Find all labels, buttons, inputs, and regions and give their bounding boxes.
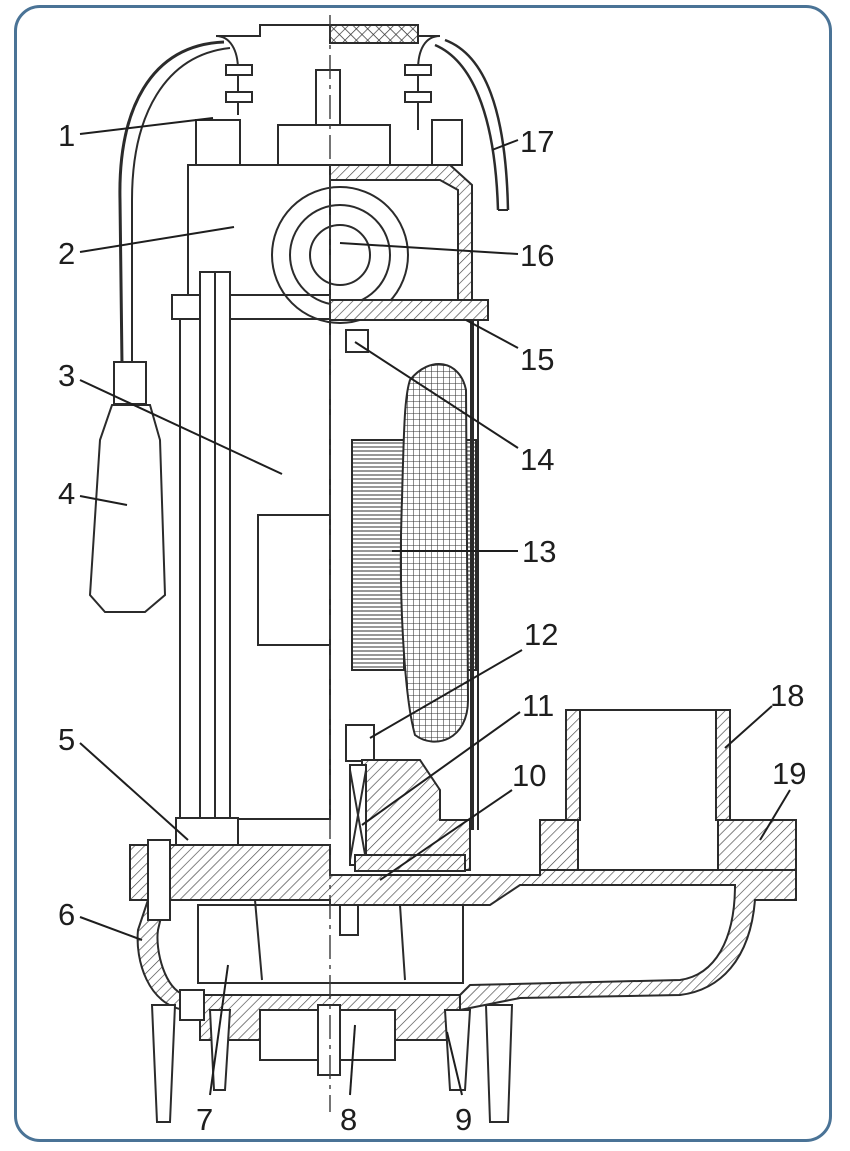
label-18: 18 [770,678,804,713]
power-cable [434,43,500,211]
top-bolt-1 [195,119,241,166]
float-switch [88,404,167,613]
label-9: 9 [455,1102,472,1137]
leader-3 [79,379,283,475]
leader-10 [379,789,513,881]
leader-6 [79,916,143,941]
float-cable-sleeve [113,361,147,405]
leader-19 [759,789,791,841]
leader-2 [79,226,235,253]
label-16: 16 [520,238,554,273]
casing-bolt-6 [147,839,171,921]
foot-right [484,1004,514,1123]
leader-1 [79,117,214,135]
label-10: 10 [512,758,546,793]
label-2: 2 [58,236,75,271]
label-11: 11 [522,688,554,723]
leader-9 [446,1031,463,1096]
stator-left [351,439,405,671]
leader-17 [491,139,519,151]
label-1: 1 [58,118,75,153]
leader-15 [465,319,519,349]
cable-gland [277,124,391,166]
winding-13 [399,363,470,743]
leader-18 [724,705,773,749]
lower-bearing-12 [345,724,375,762]
label-3: 3 [58,358,75,393]
leader-11 [361,711,521,826]
label-8: 8 [340,1102,357,1137]
leader-12 [369,649,523,739]
foot-left [150,1004,177,1123]
leader-14 [354,341,519,449]
leader-4 [79,495,128,506]
float-cable [118,40,225,366]
terminal-coil-16 [271,186,409,324]
label-6: 6 [58,897,75,932]
motor-cover [329,164,473,301]
upper-bearing-seat-15 [329,299,489,321]
nameplate [257,514,331,646]
leader-16 [339,242,519,255]
leader-7 [209,964,229,1096]
part-labels: 1 2 3 4 5 6 7 8 9 10 11 12 13 14 15 16 1… [58,118,806,1137]
label-17: 17 [520,124,554,159]
hose-connector-18 [577,709,719,871]
label-4: 4 [58,476,75,511]
impeller-bolt [317,1004,341,1076]
label-13: 13 [522,534,556,569]
label-7: 7 [196,1102,213,1137]
leader-lines [79,117,791,1096]
label-5: 5 [58,722,75,757]
leader-5 [79,742,189,841]
pump-drawing [88,15,797,1123]
label-12: 12 [524,617,558,652]
seal-plate-10 [354,854,466,872]
label-15: 15 [520,342,554,377]
handle-grip [329,24,419,44]
label-19: 19 [772,756,806,791]
label-14: 14 [520,442,554,477]
leader-8 [349,1024,356,1096]
bearing-housing [361,759,471,871]
